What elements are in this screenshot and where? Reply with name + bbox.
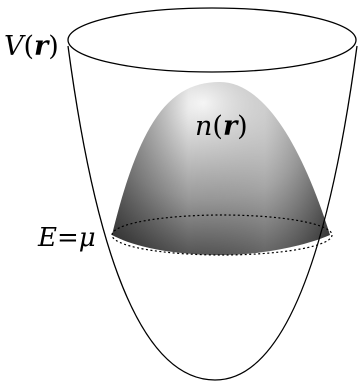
potential-label-letter: V xyxy=(4,31,26,62)
density-label-arg: r xyxy=(223,111,239,142)
density-label: n(r) xyxy=(195,111,248,142)
potential-label-arg: r xyxy=(34,31,50,62)
well-rim-ellipse xyxy=(67,7,357,73)
potential-well-curve xyxy=(67,45,358,381)
density-label-letter: n xyxy=(195,111,212,142)
fermi-level-ellipse xyxy=(111,214,333,256)
energy-label: E=μ xyxy=(37,223,96,253)
potential-label-close: ) xyxy=(48,31,59,62)
potential-label-open: ( xyxy=(24,31,35,62)
potential-label: V(r) xyxy=(4,31,59,62)
density-label-close: ) xyxy=(237,111,248,142)
density-label-open: ( xyxy=(212,111,223,142)
density-dome-shading xyxy=(112,82,330,255)
